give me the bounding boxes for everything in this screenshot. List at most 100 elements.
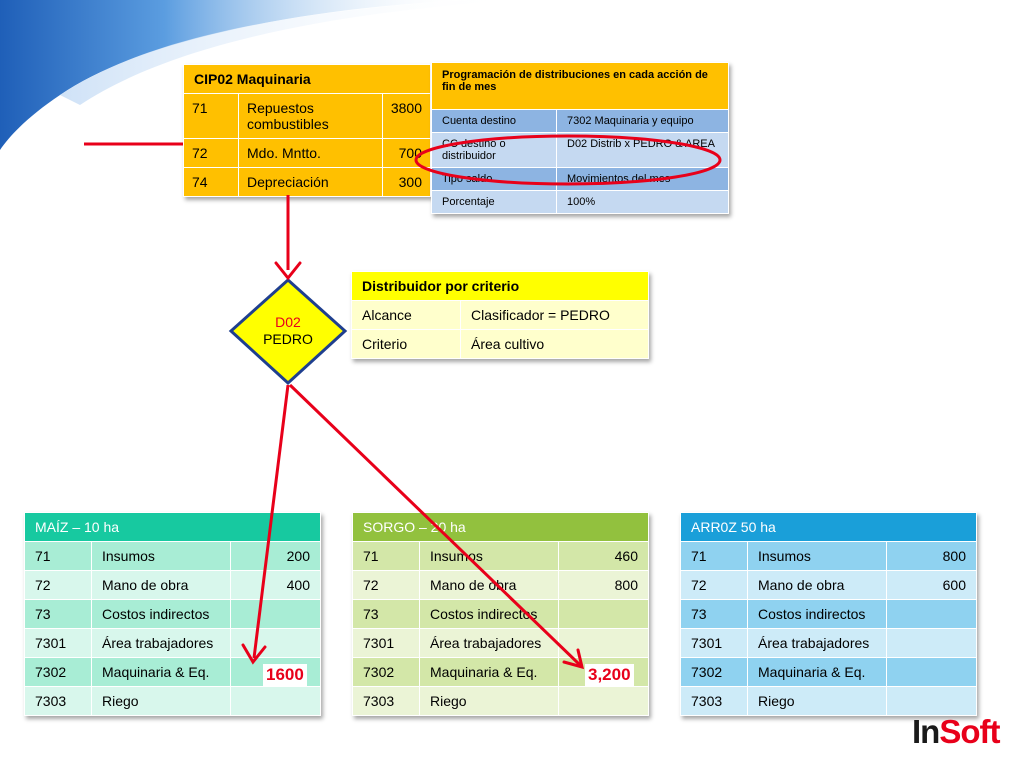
- account-value: [230, 599, 321, 629]
- account-value: 800: [558, 570, 649, 600]
- account-value: 400: [230, 570, 321, 600]
- table-row: 74 Depreciación 300: [183, 167, 432, 197]
- account-name: Depreciación: [238, 167, 383, 197]
- account-name: Costos indirectos: [419, 599, 559, 629]
- account-name: Maquinaria & Eq.: [419, 657, 559, 687]
- account-code: 74: [183, 167, 239, 197]
- account-value: 3800: [381, 93, 432, 139]
- account-code: 72: [183, 138, 239, 168]
- account-code: 71: [183, 93, 239, 139]
- table-row: Porcentaje 100%: [431, 190, 729, 214]
- distribuidor-table: Distribuidor por criterio Alcance Clasif…: [351, 271, 649, 359]
- account-name: Área trabajadores: [419, 628, 559, 658]
- table-title: MAÍZ – 10 ha: [24, 512, 321, 542]
- account-name: Mdo. Mntto.: [238, 138, 383, 168]
- account-name: Mano de obra: [419, 570, 559, 600]
- field-value: 100%: [556, 190, 729, 214]
- account-code: 7302: [24, 657, 92, 687]
- account-value: [558, 628, 649, 658]
- account-value: [558, 686, 649, 716]
- field-label: Criterio: [351, 329, 461, 359]
- account-code: 71: [352, 541, 420, 571]
- table-title: ARR0Z 50 ha: [680, 512, 977, 542]
- account-value: 200: [230, 541, 321, 571]
- account-name: Mano de obra: [747, 570, 887, 600]
- account-value: 460: [558, 541, 649, 571]
- logo-part-soft: Soft: [939, 713, 1000, 750]
- account-value: [886, 657, 977, 687]
- account-code: 73: [352, 599, 420, 629]
- account-code: 7301: [24, 628, 92, 658]
- account-code: 7302: [680, 657, 748, 687]
- table-row: 71 Repuestos combustibles 3800: [183, 93, 432, 139]
- account-code: 7301: [680, 628, 748, 658]
- account-code: 7302: [352, 657, 420, 687]
- account-name: Área trabajadores: [91, 628, 231, 658]
- table-title: Programación de distribuciones en cada a…: [431, 62, 729, 110]
- account-value: [230, 628, 321, 658]
- account-value: 800: [886, 541, 977, 571]
- field-label: CC destino o distribuidor: [431, 132, 557, 168]
- table-row: CC destino o distribuidor D02 Distrib x …: [431, 132, 729, 168]
- field-label: Alcance: [351, 300, 461, 330]
- account-name: Insumos: [747, 541, 887, 571]
- table-title: CIP02 Maquinaria: [183, 64, 431, 94]
- sorgo-result-value: 3,200: [585, 664, 634, 686]
- table-title: Distribuidor por criterio: [351, 271, 649, 301]
- account-value: 700: [381, 138, 432, 168]
- diamond-label: D02 PEDRO: [248, 314, 328, 348]
- account-code: 73: [680, 599, 748, 629]
- account-code: 7301: [352, 628, 420, 658]
- account-code: 71: [680, 541, 748, 571]
- logo-part-in: In: [912, 713, 940, 750]
- field-label: Tipo saldo: [431, 167, 557, 191]
- account-name: Maquinaria & Eq.: [91, 657, 231, 687]
- programacion-table: Programación de distribuciones en cada a…: [431, 62, 729, 214]
- account-code: 7303: [24, 686, 92, 716]
- account-name: Maquinaria & Eq.: [747, 657, 887, 687]
- account-code: 72: [24, 570, 92, 600]
- field-value: Clasificador = PEDRO: [460, 300, 649, 330]
- field-label: Porcentaje: [431, 190, 557, 214]
- account-value: [886, 628, 977, 658]
- account-value: 300: [381, 167, 432, 197]
- field-label: Cuenta destino: [431, 109, 557, 133]
- field-value: D02 Distrib x PEDRO & AREA: [556, 132, 729, 168]
- field-value: 7302 Maquinaria y equipo: [556, 109, 729, 133]
- maiz-result-value: 1600: [263, 664, 307, 686]
- account-name: Costos indirectos: [91, 599, 231, 629]
- distributor-name: PEDRO: [263, 331, 313, 347]
- account-code: 7303: [352, 686, 420, 716]
- account-name: Área trabajadores: [747, 628, 887, 658]
- account-name: Repuestos combustibles: [238, 93, 383, 139]
- account-code: 71: [24, 541, 92, 571]
- account-name: Riego: [747, 686, 887, 716]
- table-row: Criterio Área cultivo: [351, 329, 649, 359]
- account-name: Costos indirectos: [747, 599, 887, 629]
- account-name: Insumos: [91, 541, 231, 571]
- account-name: Insumos: [419, 541, 559, 571]
- distributor-code: D02: [275, 314, 301, 330]
- account-name: Mano de obra: [91, 570, 231, 600]
- account-value: 600: [886, 570, 977, 600]
- table-row: 72 Mdo. Mntto. 700: [183, 138, 432, 168]
- cip02-maquinaria-table: CIP02 Maquinaria 71 Repuestos combustibl…: [183, 64, 432, 197]
- account-code: 72: [680, 570, 748, 600]
- account-value: [558, 599, 649, 629]
- account-code: 73: [24, 599, 92, 629]
